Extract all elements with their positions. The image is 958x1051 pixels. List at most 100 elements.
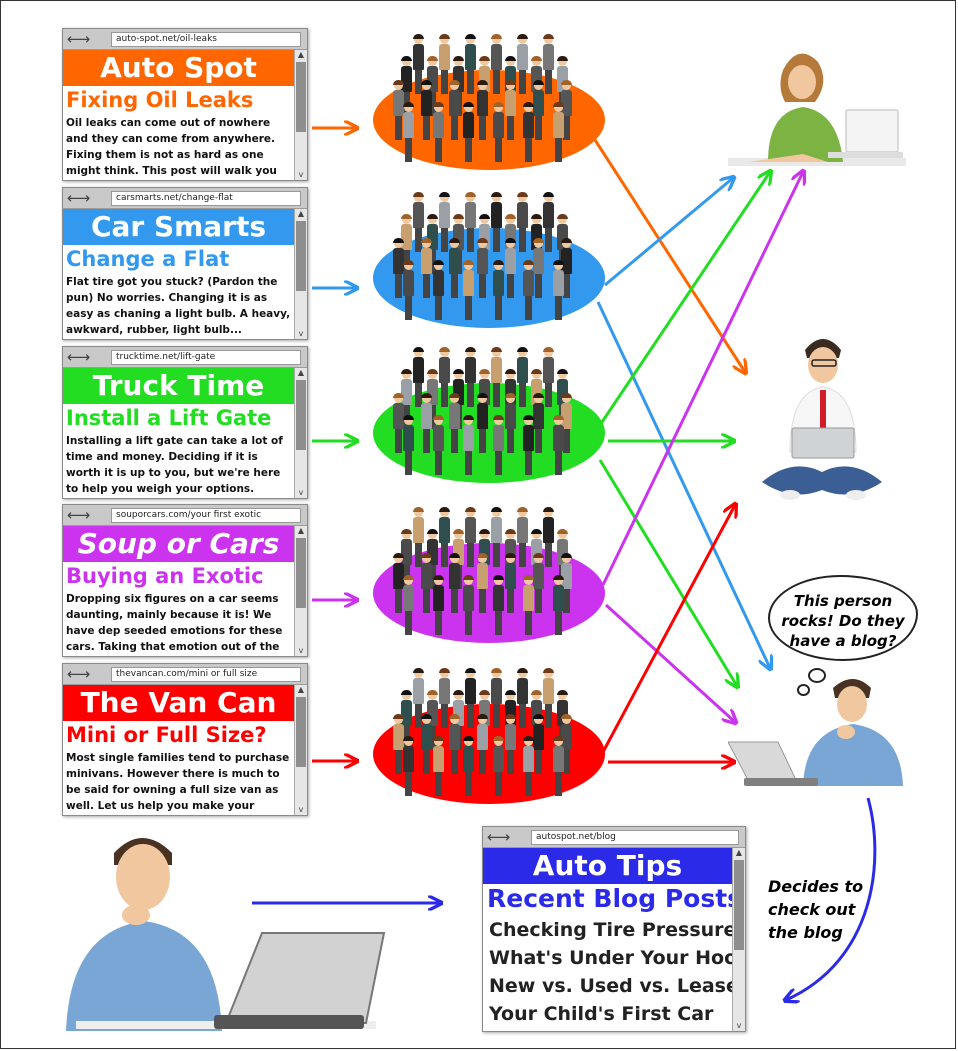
back-forward-arrows-icon[interactable]: ←→	[67, 665, 90, 683]
scroll-up-icon[interactable]: ▲	[297, 368, 305, 377]
person-figure	[403, 102, 414, 163]
person-figure	[403, 575, 414, 636]
scroll-thumb[interactable]	[296, 697, 306, 767]
person-figure	[433, 102, 444, 163]
blog-post-link[interactable]: What's Under Your Hood	[489, 947, 746, 969]
person-figure	[463, 736, 474, 797]
person-figure	[465, 192, 476, 253]
scrollbar[interactable]: ▲v	[294, 526, 307, 656]
person-figure	[561, 393, 572, 454]
person-figure	[523, 102, 534, 163]
person-figure	[477, 714, 488, 775]
person-figure	[553, 102, 564, 163]
arrow-blue-user1	[604, 178, 733, 287]
person-figure	[517, 668, 528, 729]
scroll-thumb[interactable]	[296, 380, 306, 450]
blog-post-link[interactable]: New vs. Used vs. Lease	[489, 975, 739, 997]
person-figure	[421, 553, 432, 614]
scroll-down-icon[interactable]: v	[298, 170, 304, 179]
person-figure	[543, 347, 554, 408]
person-figure	[523, 736, 534, 797]
url-field[interactable]: trucktime.net/lift-gate	[111, 350, 301, 365]
scroll-up-icon[interactable]: ▲	[297, 685, 305, 694]
scrollbar[interactable]: ▲v	[294, 368, 307, 498]
person-figure	[449, 80, 460, 141]
scroll-thumb[interactable]	[296, 62, 306, 132]
site-window-the-van-can: ←→ thevancan.com/mini or full size The V…	[62, 663, 308, 816]
site-window-soup-or-cars: ←→ souporcars.com/your first exotic Soup…	[62, 504, 308, 657]
back-forward-arrows-icon[interactable]: ←→	[487, 828, 510, 846]
person-figure	[413, 192, 424, 253]
scroll-down-icon[interactable]: v	[298, 805, 304, 814]
scroll-up-icon[interactable]: ▲	[297, 50, 305, 59]
person-figure	[553, 260, 564, 321]
scrollbar[interactable]: ▲v	[294, 50, 307, 180]
scroll-up-icon[interactable]: ▲	[297, 209, 305, 218]
person-figure	[403, 736, 414, 797]
person-figure	[543, 507, 554, 568]
site-window-car-smarts: ←→ carsmarts.net/change-flat Car Smarts …	[62, 187, 308, 340]
person-figure	[393, 238, 404, 299]
scroll-up-icon[interactable]: ▲	[297, 526, 305, 535]
arrow-green-user3	[598, 459, 737, 686]
person-figure	[463, 575, 474, 636]
blog-post-link[interactable]: Your Child's First Car	[489, 1003, 714, 1025]
person-figure	[491, 347, 502, 408]
person-figure	[463, 102, 474, 163]
person-figure	[393, 80, 404, 141]
person-figure	[413, 347, 424, 408]
person-figure	[433, 415, 444, 476]
person-figure	[393, 714, 404, 775]
url-field[interactable]: thevancan.com/mini or full size	[111, 667, 301, 682]
scroll-down-icon[interactable]: v	[298, 646, 304, 655]
scrollbar[interactable]: ▲v	[732, 848, 745, 1031]
person-figure	[493, 736, 504, 797]
person-figure	[449, 393, 460, 454]
back-forward-arrows-icon[interactable]: ←→	[67, 506, 90, 524]
person-figure	[449, 238, 460, 299]
person-figure	[403, 415, 414, 476]
person-figure	[463, 260, 474, 321]
person-figure	[477, 393, 488, 454]
scroll-down-icon[interactable]: v	[736, 1021, 742, 1030]
back-forward-arrows-icon[interactable]: ←→	[67, 348, 90, 366]
scrollbar[interactable]: ▲v	[294, 685, 307, 815]
person-figure	[449, 553, 460, 614]
person-figure	[491, 34, 502, 95]
person-figure	[523, 260, 534, 321]
post-excerpt: Flat tire got you stuck? (Pardon the pun…	[66, 276, 291, 336]
person-figure	[493, 415, 504, 476]
scroll-thumb[interactable]	[296, 538, 306, 608]
scroll-down-icon[interactable]: v	[298, 488, 304, 497]
url-field[interactable]: auto-spot.net/oil-leaks	[111, 32, 301, 47]
person-figure	[433, 736, 444, 797]
person-figure	[553, 415, 564, 476]
person-figure	[393, 393, 404, 454]
person-figure	[433, 260, 444, 321]
person-figure	[465, 668, 476, 729]
scroll-thumb[interactable]	[296, 221, 306, 291]
scroll-thumb[interactable]	[734, 860, 744, 950]
scroll-up-icon[interactable]: ▲	[735, 848, 743, 857]
blog-window: ←→ autospot.net/blog Auto Tips Recent Bl…	[482, 826, 746, 1032]
arrow-purple-user1	[601, 172, 803, 586]
person-figure	[523, 415, 534, 476]
back-forward-arrows-icon[interactable]: ←→	[67, 189, 90, 207]
person-figure	[543, 34, 554, 95]
back-forward-arrows-icon[interactable]: ←→	[67, 30, 90, 48]
person-figure	[543, 668, 554, 729]
person-figure	[465, 34, 476, 95]
url-field[interactable]: souporcars.com/your first exotic	[111, 508, 301, 523]
person-figure	[505, 714, 516, 775]
blog-post-link[interactable]: Checking Tire Pressure	[489, 919, 737, 941]
decision-label: Decides to check out the blog	[768, 877, 864, 942]
person-figure	[439, 34, 450, 95]
url-field[interactable]: autospot.net/blog	[531, 830, 739, 845]
scrollbar[interactable]: ▲v	[294, 209, 307, 339]
person-figure	[403, 260, 414, 321]
url-field[interactable]: carsmarts.net/change-flat	[111, 191, 301, 206]
scroll-down-icon[interactable]: v	[298, 329, 304, 338]
person-figure	[561, 714, 572, 775]
